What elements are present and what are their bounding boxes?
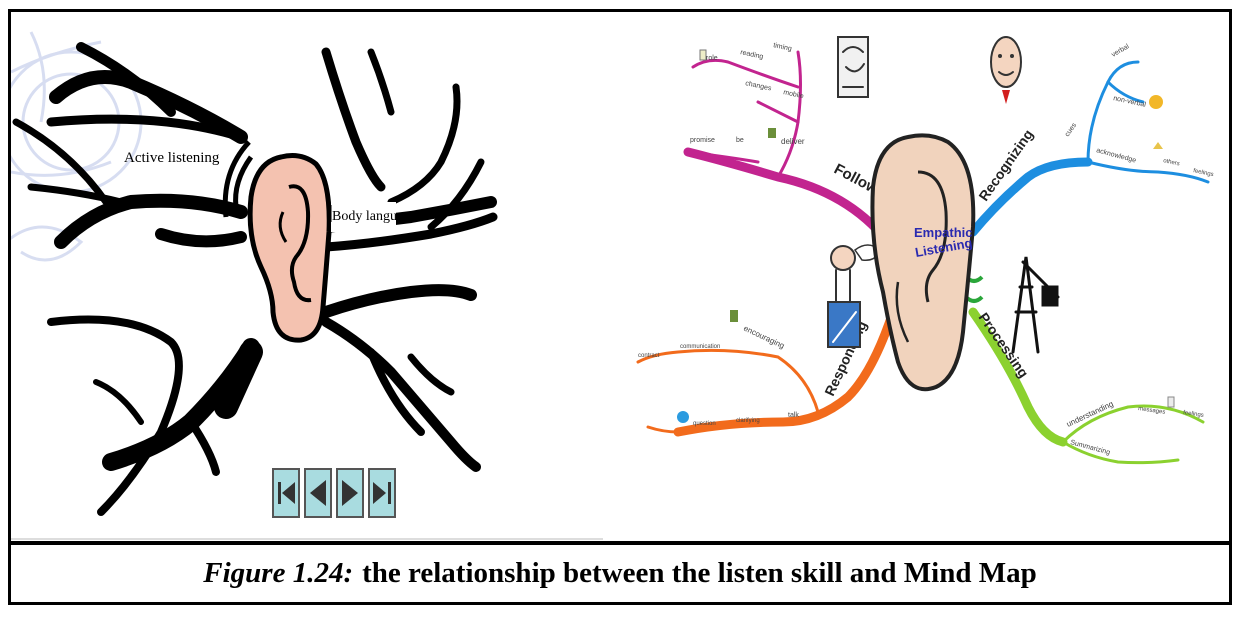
mm-item: verbal <box>1111 43 1131 59</box>
face-icon <box>990 36 1022 104</box>
center-ear-icon <box>870 133 976 392</box>
last-button[interactable] <box>368 468 396 518</box>
note-icon <box>699 49 707 61</box>
caption-divider <box>8 541 1232 545</box>
ear-icon <box>222 140 332 343</box>
caption-text: the relationship between the listen skil… <box>362 557 1037 589</box>
first-button[interactable] <box>272 468 300 518</box>
mm-item: cues <box>1064 122 1079 139</box>
label-active-listening: Active listening <box>124 150 220 166</box>
box-icon <box>730 310 738 322</box>
mm-item: question <box>693 421 716 427</box>
star-icon <box>1153 142 1163 149</box>
branch-processing: Processing understanding messages feelin… <box>968 256 1205 465</box>
mm-item: role <box>706 55 718 62</box>
prev-button[interactable] <box>304 468 332 518</box>
mm-item: messages <box>1138 406 1166 416</box>
next-button[interactable] <box>336 468 364 518</box>
label-bg <box>331 202 396 232</box>
speaker-icon <box>827 244 881 348</box>
mm-item: feelings <box>1183 410 1204 419</box>
mm-item: be <box>736 137 744 144</box>
ear-diagram-svg: Active listening Body languag <box>11 31 603 540</box>
label-body-language: Body languag <box>332 209 410 224</box>
left-branches <box>12 42 263 516</box>
mm-item: contract <box>638 353 660 359</box>
mm-item: timing <box>773 42 793 53</box>
note-icon <box>1167 396 1175 408</box>
mind-map: Follow-up role reading timing changes mo… <box>618 12 1229 541</box>
mm-item: changes <box>745 80 773 92</box>
figure-caption: Figure 1.24: the relationship between th… <box>11 545 1229 602</box>
branch-follow-up: Follow-up role reading timing changes mo… <box>683 36 902 247</box>
nav-buttons <box>272 468 396 518</box>
smiley-icon <box>1149 95 1163 109</box>
mm-item: acknowledge <box>1095 147 1136 164</box>
box-icon <box>768 128 776 138</box>
branch-recognizing: Recognizing cues verbal non-verbal ackno… <box>968 36 1214 237</box>
mm-item: deliver <box>781 137 805 146</box>
mm-item: others <box>1163 158 1181 167</box>
last-icon <box>373 482 391 504</box>
mm-item: reading <box>740 49 764 61</box>
mm-item: feelings <box>1193 168 1214 178</box>
mm-item: talk <box>788 412 799 419</box>
branch-responding: Responding communication encouraging con… <box>636 244 898 437</box>
info-icon <box>677 411 689 423</box>
first-icon <box>278 482 295 504</box>
branch-label-processing: Processing <box>976 310 1032 381</box>
next-icon <box>342 480 358 506</box>
mm-item: encouraging <box>742 324 786 351</box>
caption-number: Figure 1.24: <box>203 557 354 589</box>
right-branches <box>320 47 498 472</box>
mm-item: promise <box>690 137 715 144</box>
mm-item: communication <box>680 344 720 350</box>
left-ear-diagram: Active listening Body languag <box>11 12 603 541</box>
figure-frame <box>8 9 1232 605</box>
mm-center-line1: Empathic <box>914 225 973 240</box>
mind-map-svg: Follow-up role reading timing changes mo… <box>636 36 1214 465</box>
mm-item: mobile <box>783 89 805 100</box>
mm-item: clarifying <box>736 418 760 424</box>
prev-icon <box>310 480 326 506</box>
oil-rig-icon <box>1011 256 1060 354</box>
